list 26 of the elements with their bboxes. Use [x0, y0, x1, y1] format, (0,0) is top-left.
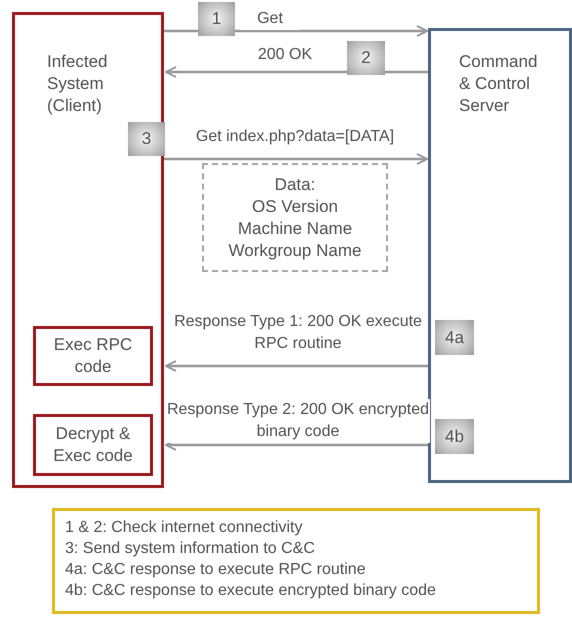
node-label: Decrypt & Exec code — [52, 423, 134, 467]
server-box — [428, 28, 572, 483]
client-box — [12, 12, 164, 488]
note-line: 4b: C&C response to execute encrypted binary code — [65, 581, 437, 601]
step-number-badge: 3 — [128, 122, 165, 156]
edge-label: Response Type 2: 200 OK encrypted binary code — [166, 399, 430, 443]
step-number-badge: 2 — [347, 41, 385, 75]
node-label: Machine Name — [236, 218, 354, 240]
node-label: Infected System (Client) — [47, 51, 108, 117]
process-box — [33, 326, 153, 386]
node-label: Command & Control Server — [459, 51, 538, 117]
step-number-badge: 4b — [435, 419, 474, 454]
node-label: Data: — [274, 174, 316, 196]
data-box — [202, 163, 388, 272]
step-number-badge: 1 — [198, 2, 235, 36]
arrow — [165, 360, 428, 372]
note-box — [52, 508, 540, 614]
note-line: 4a: C&C response to execute RPC routine — [65, 560, 367, 580]
node-label: OS Version — [251, 196, 339, 218]
node-label: Exec RPC code — [52, 334, 134, 378]
note-line: 1 & 2: Check internet connectivity — [65, 518, 304, 538]
arrow — [164, 153, 428, 165]
note-line: 3: Send system information to C&C — [65, 539, 316, 559]
process-box — [33, 414, 153, 476]
node-label: Workgroup Name — [228, 240, 362, 262]
step-number-badge: 4a — [435, 320, 474, 355]
